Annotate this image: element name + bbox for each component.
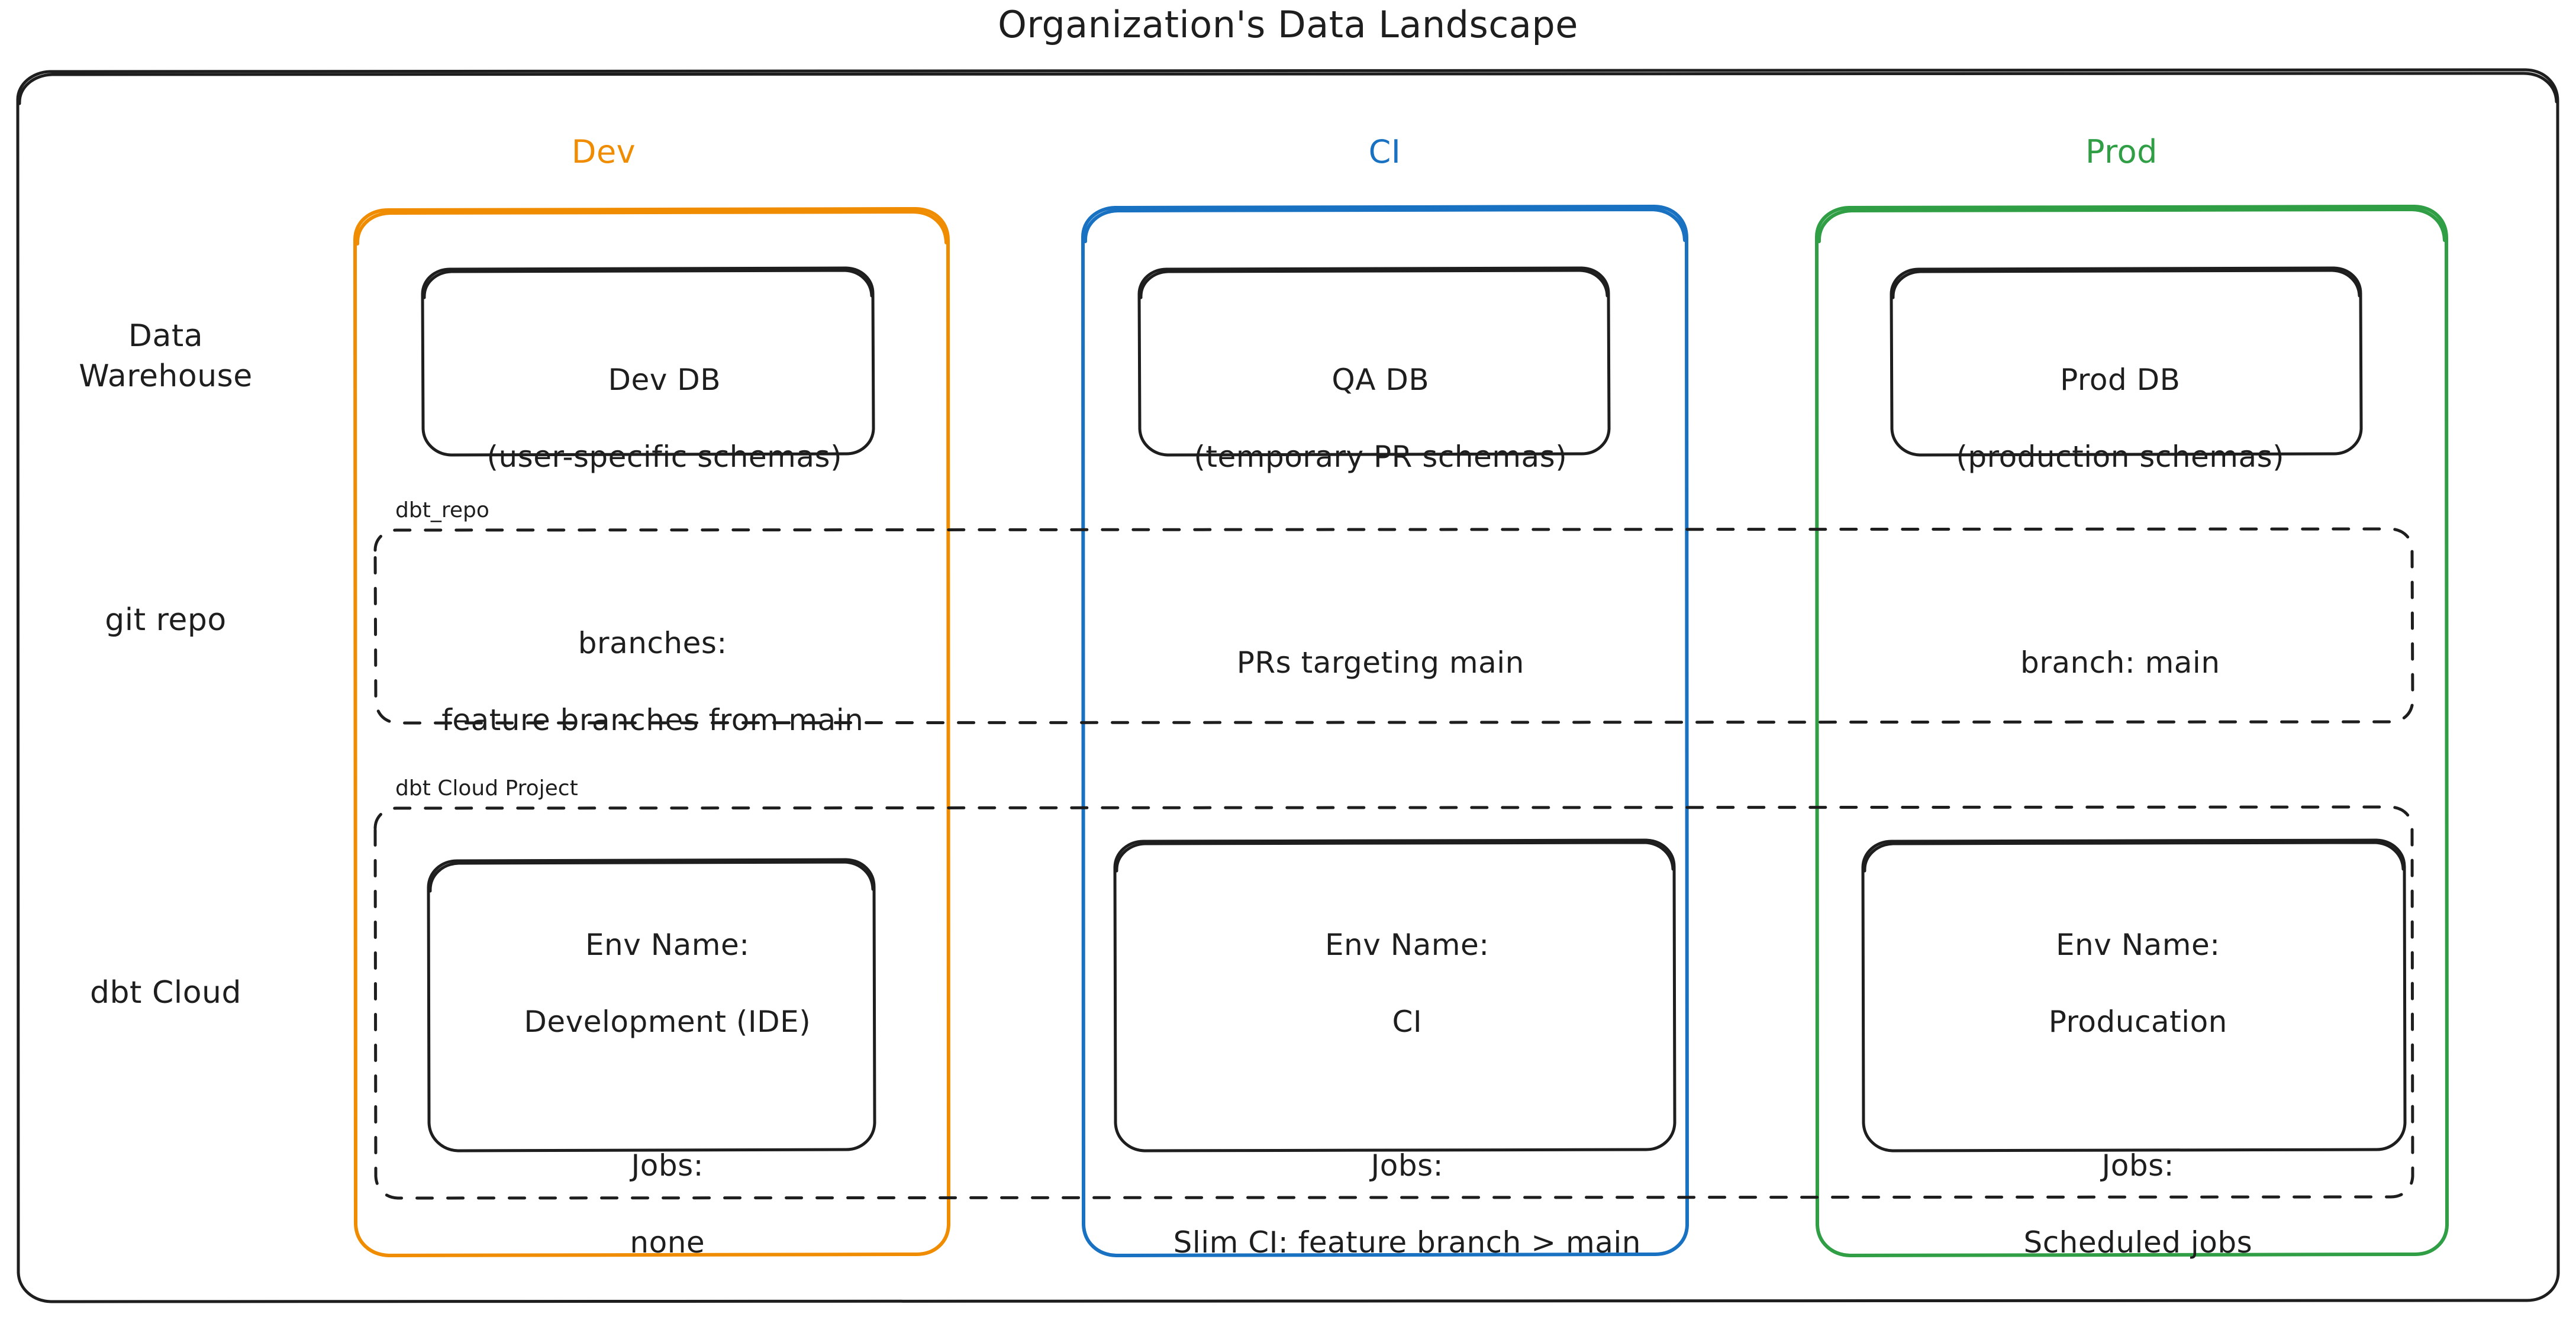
node-prod-db-detail: (production schemas) xyxy=(1956,440,2285,474)
node-dev-db-detail: (user-specific schemas) xyxy=(486,440,843,474)
node-dev-db-name: Dev DB xyxy=(608,363,721,397)
node-prod-db-name: Prod DB xyxy=(2060,363,2181,397)
node-dev-jobs-value: none xyxy=(630,1225,705,1260)
row-label-dbt-cloud: dbt Cloud xyxy=(90,975,241,1011)
node-prod-git: branch: main xyxy=(1864,605,2338,721)
node-ci-env-value: CI xyxy=(1392,1005,1423,1039)
spacer xyxy=(1846,1080,2391,1108)
node-ci-jobs-label: Jobs: xyxy=(1371,1148,1444,1183)
node-ci-env-label: Env Name: xyxy=(1324,928,1489,962)
node-dev-env-value: Development (IDE) xyxy=(524,1005,811,1039)
node-prod-git-line1: branch: main xyxy=(2020,645,2220,680)
node-dev-env-label: Env Name: xyxy=(585,928,750,962)
node-dev-db: Dev DB (user-specific schemas) xyxy=(414,322,876,515)
node-dev-git: branches: feature branches from main xyxy=(367,586,899,778)
node-prod-env-value: Producation xyxy=(2048,1005,2227,1039)
group-label-dbt-repo: dbt_repo xyxy=(395,498,489,522)
node-ci-git: PRs targeting main xyxy=(1124,605,1598,721)
node-prod-jobs-label: Jobs: xyxy=(2101,1148,2175,1183)
node-prod-env-label: Env Name: xyxy=(2055,928,2220,962)
node-ci-jobs-value: Slim CI: feature branch > main xyxy=(1173,1225,1641,1260)
group-label-dbt-cloud-project: dbt Cloud Project xyxy=(395,776,578,800)
spacer xyxy=(1107,1080,1669,1108)
node-ci-db-name: QA DB xyxy=(1331,363,1430,397)
node-dev-git-line2: feature branches from main xyxy=(441,703,864,737)
node-dev-jobs-label: Jobs: xyxy=(631,1148,704,1183)
node-ci-db-detail: (temporary PR schemas) xyxy=(1194,440,1568,474)
page-title: Organization's Data Landscape xyxy=(998,3,1578,46)
column-header-dev: Dev xyxy=(571,133,636,170)
node-dev-git-line1: branches: xyxy=(578,626,727,660)
node-prod-env: Env Name: Producation Jobs: Scheduled jo… xyxy=(1846,887,2391,1300)
node-ci-db: QA DB (temporary PR schemas) xyxy=(1124,322,1598,515)
node-dev-env: Env Name: Development (IDE) Jobs: none xyxy=(414,887,882,1300)
node-prod-db: Prod DB (production schemas) xyxy=(1864,322,2338,515)
spacer xyxy=(414,1080,882,1108)
row-label-data-warehouse: Data Warehouse xyxy=(79,318,253,394)
node-ci-env: Env Name: CI Jobs: Slim CI: feature bran… xyxy=(1107,887,1669,1300)
column-header-prod: Prod xyxy=(2085,133,2158,170)
column-header-ci: CI xyxy=(1368,133,1401,170)
row-label-git-repo: git repo xyxy=(105,602,227,638)
node-ci-git-line1: PRs targeting main xyxy=(1236,645,1524,680)
node-prod-jobs-value: Scheduled jobs xyxy=(2023,1225,2253,1260)
